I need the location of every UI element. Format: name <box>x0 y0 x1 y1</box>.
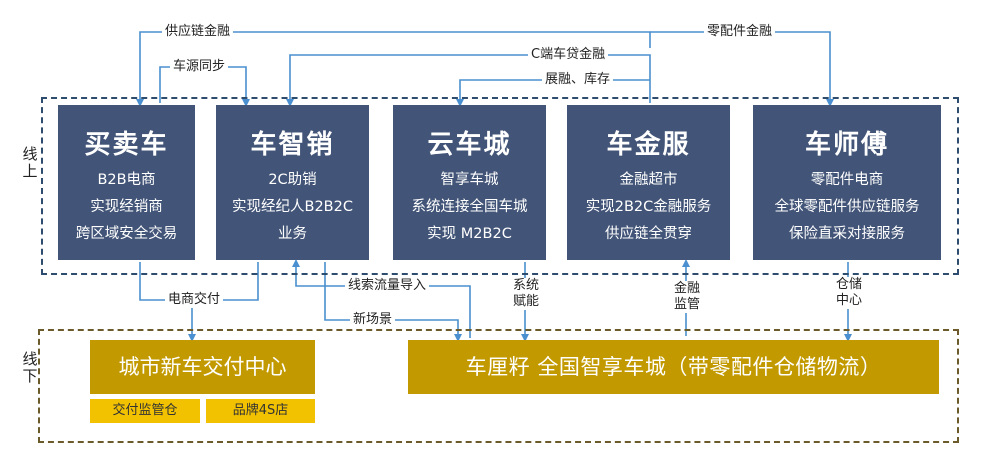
platform-chezhixiao: 车智销 2C助销 实现经纪人B2B2C 业务 <box>216 105 369 260</box>
offline-region-label: 线下 <box>22 350 38 385</box>
platform-title: 买卖车 <box>84 130 169 160</box>
exhibition-inventory-label: 展融、库存 <box>542 72 614 88</box>
ecommerce-delivery-label: 电商交付 <box>165 292 224 308</box>
platform-line: 实现经销商 <box>90 199 163 215</box>
warehouse-center-label: 仓储 中心 <box>833 277 866 309</box>
label-line: 赋能 <box>513 294 540 309</box>
parts-finance-label: 零配件金融 <box>704 24 776 40</box>
national-smart-car-city: 车厘籽 全国智享车城（带零配件仓储物流） <box>408 340 939 394</box>
platform-line: 保险直采对接服务 <box>789 226 905 242</box>
platform-line: 业务 <box>278 226 307 242</box>
platform-line: 实现2B2C金融服务 <box>585 199 712 215</box>
platform-maimaiche: 买卖车 B2B电商 实现经销商 跨区域安全交易 <box>58 105 195 260</box>
system-empower-label: 系统 赋能 <box>510 278 543 310</box>
city-delivery-center: 城市新车交付中心 <box>90 340 315 394</box>
finance-supervision-label: 金融 监管 <box>671 281 704 313</box>
platform-line: 系统连接全国车城 <box>411 199 528 215</box>
platform-title: 车金服 <box>606 130 691 160</box>
platform-line: 供应链全贯穿 <box>605 226 692 242</box>
platform-line: 实现 M2B2C <box>427 226 512 242</box>
online-region <box>41 97 959 275</box>
platform-line: 全球零配件供应链服务 <box>774 199 920 215</box>
offline-region <box>38 329 959 443</box>
label-line: 监管 <box>674 297 701 312</box>
platform-line: 智享车城 <box>440 172 499 188</box>
brand-4s-store: 品牌4S店 <box>206 399 315 423</box>
label-line: 仓储 <box>836 277 863 292</box>
platform-line: 金融超市 <box>619 172 678 188</box>
delivery-supervision-warehouse: 交付监管仓 <box>90 399 200 423</box>
platform-line: B2B电商 <box>97 172 156 188</box>
platform-yunchecheng: 云车城 智享车城 系统连接全国车城 实现 M2B2C <box>393 105 546 260</box>
platform-line: 实现经纪人B2B2C <box>232 199 353 215</box>
platform-line: 零配件电商 <box>810 172 884 188</box>
label-line: 金融 <box>674 281 701 296</box>
lead-traffic-label: 线索流量导入 <box>345 278 430 294</box>
new-scene-label: 新场景 <box>350 312 396 328</box>
platform-title: 车智销 <box>250 130 335 160</box>
label-line: 系统 <box>513 278 540 293</box>
platform-chejinfu: 车金服 金融超市 实现2B2C金融服务 供应链全贯穿 <box>567 105 730 260</box>
platform-line: 跨区域安全交易 <box>75 226 178 242</box>
car-source-sync-label: 车源同步 <box>170 59 229 75</box>
label-line: 中心 <box>836 293 863 308</box>
platform-title: 车师傅 <box>804 130 889 160</box>
platform-cheshifu: 车师傅 零配件电商 全球零配件供应链服务 保险直采对接服务 <box>753 105 941 260</box>
supply-chain-finance-label: 供应链金融 <box>162 24 234 40</box>
online-region-label: 线上 <box>22 145 38 180</box>
platform-line: 2C助销 <box>268 172 317 188</box>
platform-title: 云车城 <box>427 130 512 160</box>
c-end-loan-label: C端车贷金融 <box>528 47 609 63</box>
